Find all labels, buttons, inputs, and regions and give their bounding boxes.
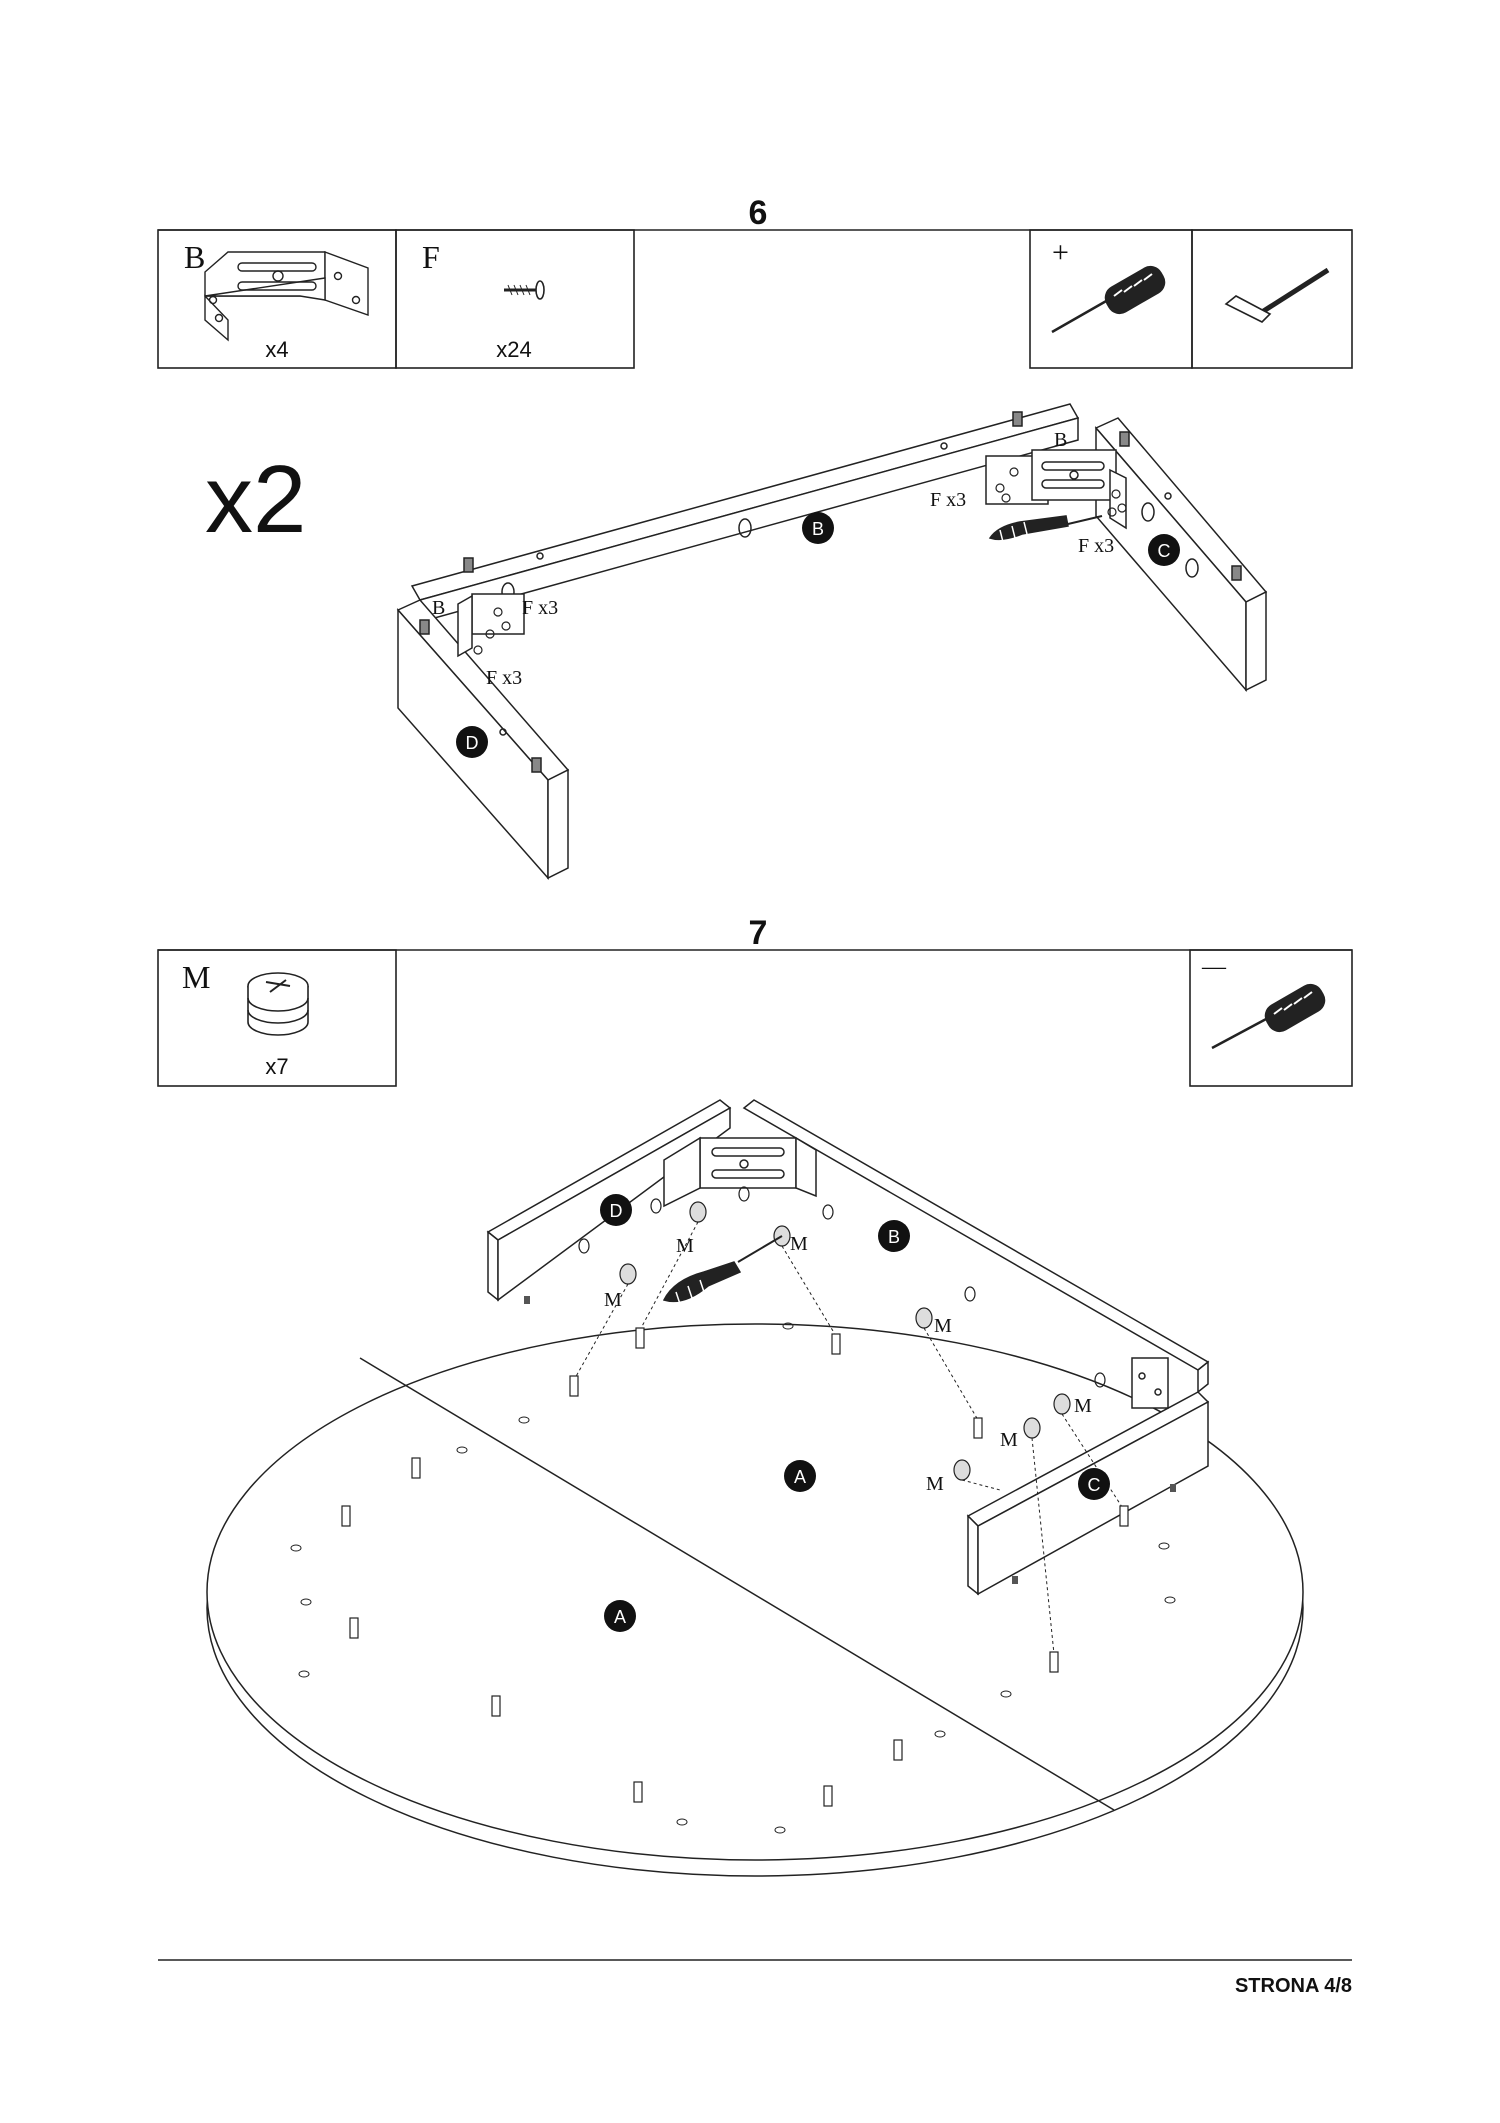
screwdriver-icon [1051, 265, 1166, 334]
panel-badge-d: D [456, 726, 488, 758]
label-m-4: M [934, 1315, 952, 1337]
label-m-7: M [926, 1473, 944, 1495]
label-m-2: M [790, 1233, 808, 1255]
step6-number: 6 [749, 194, 768, 232]
label-bracket-left: B [432, 597, 445, 619]
page-number: STRONA 4/8 [1235, 1975, 1352, 1997]
part-f-qty: x24 [496, 337, 531, 362]
svg-text:D: D [610, 1201, 623, 1221]
tabletop-split-line [359, 1357, 1115, 1811]
step7-number: 7 [749, 914, 768, 952]
svg-text:D: D [466, 733, 479, 753]
label-m-1: M [676, 1235, 694, 1257]
step7-table-illustration [206, 1099, 1304, 1877]
part-b-letter: B [184, 239, 205, 275]
part-box-f [395, 229, 635, 369]
svg-text:B: B [812, 519, 824, 539]
part-m-letter: M [182, 959, 210, 995]
svg-text:B: B [888, 1227, 900, 1247]
panel-badge-c: C [1148, 534, 1180, 566]
angle-bracket-icon [204, 250, 369, 342]
panel-badge-d-step7: D [600, 1194, 632, 1226]
panel-badge-c-step7: C [1078, 1468, 1110, 1500]
label-m-5: M [1074, 1395, 1092, 1417]
svg-text:C: C [1088, 1475, 1101, 1495]
screwdriver-plus-sign: + [1052, 236, 1069, 269]
panel-badge-a-right: A [784, 1460, 816, 1492]
hammer-icon [1224, 267, 1330, 323]
tool-box-hammer [1191, 229, 1353, 369]
svg-text:A: A [794, 1467, 806, 1487]
flat-screwdriver-icon [1211, 983, 1326, 1050]
svg-text:C: C [1158, 541, 1171, 561]
panel-badge-b-step7: B [878, 1220, 910, 1252]
panel-badge-a-left: A [604, 1600, 636, 1632]
label-f3-right-bottom: F x3 [1078, 535, 1114, 557]
part-box-m [157, 949, 397, 1087]
part-m-qty: x7 [265, 1054, 288, 1079]
step6-multiplier: x2 [205, 446, 306, 553]
label-f3-left-top: F x3 [522, 597, 558, 619]
label-f3-left-bottom: F x3 [486, 667, 522, 689]
part-f-letter: F [422, 239, 440, 275]
step6-frame-illustration [396, 403, 1268, 880]
label-bracket-right: B [1054, 429, 1067, 451]
tool-box-flat-screwdriver [1189, 949, 1353, 1087]
svg-text:A: A [614, 1607, 626, 1627]
label-m-3: M [604, 1289, 622, 1311]
screw-icon [504, 280, 545, 300]
panel-badge-b: B [802, 512, 834, 544]
part-b-qty: x4 [265, 337, 288, 362]
cam-lock-icon [247, 972, 309, 1036]
label-m-6: M [1000, 1429, 1018, 1451]
screwdriver-minus-sign: — [1201, 954, 1227, 980]
label-f3-right-top: F x3 [930, 489, 966, 511]
